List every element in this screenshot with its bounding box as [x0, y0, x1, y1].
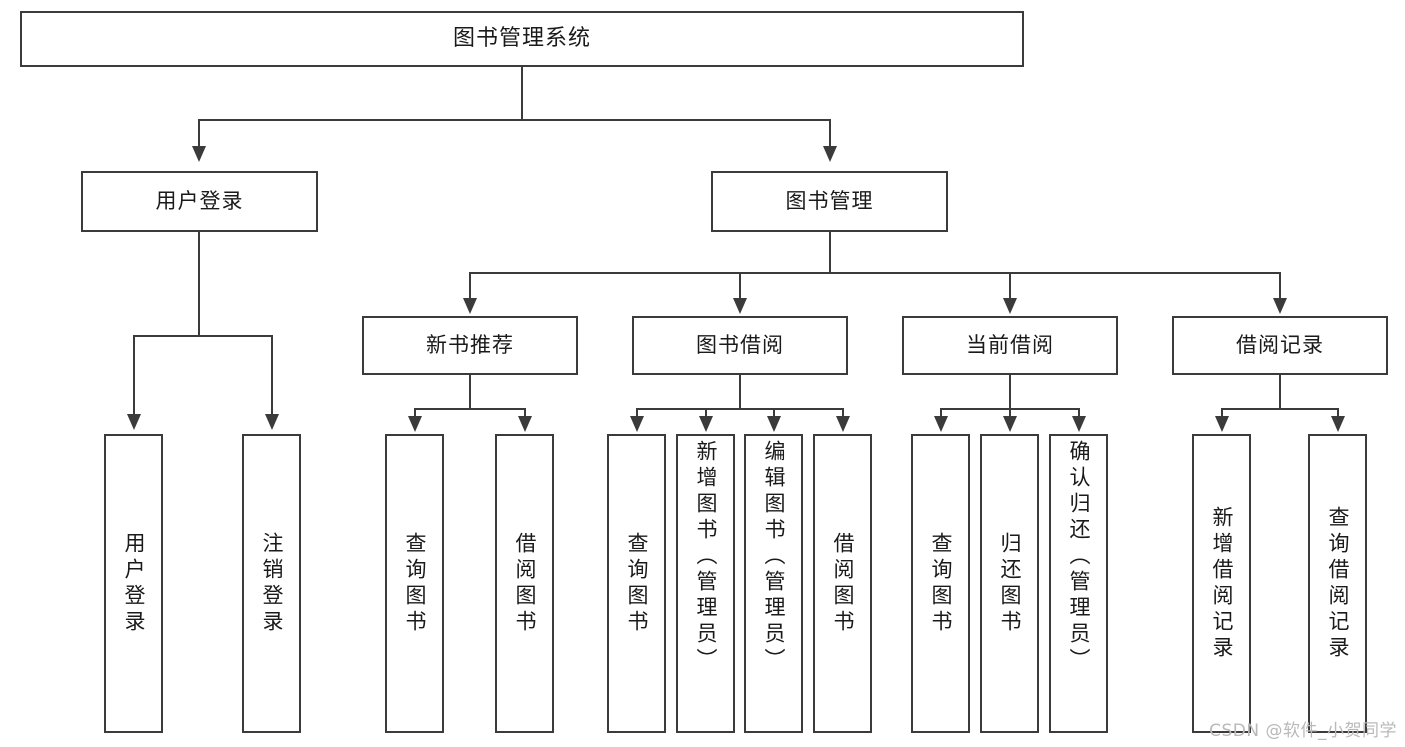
arrow-root-to-book-management	[823, 146, 837, 162]
leaf-label: 确认归还（管理员）	[1067, 440, 1091, 674]
connector-bm-drop-2	[739, 272, 741, 298]
arrow-user-login-leaf-2	[265, 414, 279, 430]
connector-book-borrow-bus	[636, 408, 843, 410]
leaf-borrow-record-1[interactable]: 新增借阅记录	[1192, 434, 1251, 733]
connector-root-bus	[198, 119, 831, 121]
connector-book-management-stem	[829, 232, 831, 272]
arrow-user-login-leaf-1	[127, 414, 141, 430]
node-label: 新书推荐	[426, 332, 514, 357]
arrow-bm-to-current-borrow	[1003, 298, 1017, 314]
node-book-borrow[interactable]: 图书借阅	[632, 316, 848, 375]
node-user-login[interactable]: 用户登录	[81, 171, 318, 232]
leaf-label: 注销登录	[260, 531, 284, 636]
connector-cb-drop-1	[940, 408, 942, 416]
leaf-label: 查询图书	[625, 531, 649, 636]
connector-user-login-bus	[133, 335, 272, 337]
connector-user-login-drop-2	[271, 335, 273, 414]
arrow-br-leaf-1	[1215, 416, 1229, 432]
leaf-current-borrow-3[interactable]: 确认归还（管理员）	[1049, 434, 1108, 733]
connector-bm-drop-3	[1009, 272, 1011, 298]
leaf-book-borrow-4[interactable]: 借阅图书	[813, 434, 872, 733]
arrow-bb-leaf-1	[630, 416, 644, 432]
connector-cb-drop-3	[1078, 408, 1080, 416]
leaf-label: 借阅图书	[831, 531, 855, 636]
arrow-bb-leaf-4	[836, 416, 850, 432]
node-book-management[interactable]: 图书管理	[711, 171, 948, 232]
leaf-current-borrow-2[interactable]: 归还图书	[980, 434, 1039, 733]
node-label: 借阅记录	[1236, 332, 1324, 357]
connector-root-to-book-management	[829, 119, 831, 146]
node-current-borrow[interactable]: 当前借阅	[902, 316, 1118, 375]
leaf-label: 查询图书	[403, 531, 427, 636]
csdn-watermark: CSDN @软件_小贺同学	[1209, 721, 1397, 741]
connector-root-to-user-login	[198, 119, 200, 146]
connector-cb-drop-2	[1009, 408, 1011, 416]
connector-book-borrow-stem	[739, 375, 741, 408]
node-new-book-recommend[interactable]: 新书推荐	[362, 316, 578, 375]
arrow-cb-leaf-2	[1003, 416, 1017, 432]
leaf-current-borrow-1[interactable]: 查询图书	[911, 434, 970, 733]
connector-root-stem	[521, 67, 523, 119]
connector-new-book-bus	[414, 408, 525, 410]
node-root-book-management-system[interactable]: 图书管理系统	[20, 11, 1024, 67]
arrow-new-book-leaf-2	[518, 416, 532, 432]
connector-borrow-record-stem	[1279, 375, 1281, 408]
leaf-book-borrow-3[interactable]: 编辑图书（管理员）	[744, 434, 803, 733]
arrow-new-book-leaf-1	[408, 416, 422, 432]
connector-bb-drop-4	[842, 408, 844, 416]
leaf-user-login-2[interactable]: 注销登录	[242, 434, 301, 733]
connector-bb-drop-1	[636, 408, 638, 416]
leaf-label: 查询图书	[929, 531, 953, 636]
leaf-label: 归还图书	[998, 531, 1022, 636]
connector-book-management-bus	[469, 272, 1280, 274]
connector-bb-drop-2	[705, 408, 707, 416]
node-label: 图书借阅	[696, 332, 784, 357]
arrow-bm-to-new-book	[463, 298, 477, 314]
connector-user-login-stem	[198, 232, 200, 335]
connector-bm-drop-4	[1279, 272, 1281, 298]
arrow-bm-to-borrow-record	[1273, 298, 1287, 314]
leaf-book-borrow-1[interactable]: 查询图书	[607, 434, 666, 733]
node-label: 图书管理系统	[452, 25, 591, 51]
arrow-bb-leaf-2	[699, 416, 713, 432]
connector-new-book-stem	[469, 375, 471, 408]
leaf-label: 查询借阅记录	[1326, 505, 1350, 662]
leaf-label: 用户登录	[122, 531, 146, 636]
connector-br-drop-2	[1337, 408, 1339, 416]
connector-bb-drop-3	[773, 408, 775, 416]
leaf-new-book-1[interactable]: 查询图书	[385, 434, 444, 733]
arrow-cb-leaf-1	[934, 416, 948, 432]
leaf-label: 新增图书（管理员）	[694, 440, 718, 674]
leaf-label: 借阅图书	[513, 531, 537, 636]
node-label: 图书管理	[785, 188, 874, 213]
connector-borrow-record-bus	[1221, 408, 1338, 410]
arrow-root-to-user-login	[192, 146, 206, 162]
node-borrow-record[interactable]: 借阅记录	[1172, 316, 1388, 375]
leaf-label: 编辑图书（管理员）	[762, 440, 786, 674]
node-label: 当前借阅	[966, 332, 1054, 357]
node-label: 用户登录	[155, 188, 244, 213]
connector-user-login-drop-1	[133, 335, 135, 414]
arrow-cb-leaf-3	[1072, 416, 1086, 432]
connector-br-drop-1	[1221, 408, 1223, 416]
arrow-bm-to-book-borrow	[733, 298, 747, 314]
leaf-borrow-record-2[interactable]: 查询借阅记录	[1308, 434, 1367, 733]
connector-current-borrow-stem	[1009, 375, 1011, 408]
connector-new-book-drop-2	[524, 408, 526, 416]
leaf-label: 新增借阅记录	[1210, 505, 1234, 662]
connector-new-book-drop-1	[414, 408, 416, 416]
arrow-br-leaf-2	[1331, 416, 1345, 432]
leaf-user-login-1[interactable]: 用户登录	[104, 434, 163, 733]
arrow-bb-leaf-3	[767, 416, 781, 432]
leaf-new-book-2[interactable]: 借阅图书	[495, 434, 554, 733]
leaf-book-borrow-2[interactable]: 新增图书（管理员）	[676, 434, 735, 733]
connector-bm-drop-1	[469, 272, 471, 298]
